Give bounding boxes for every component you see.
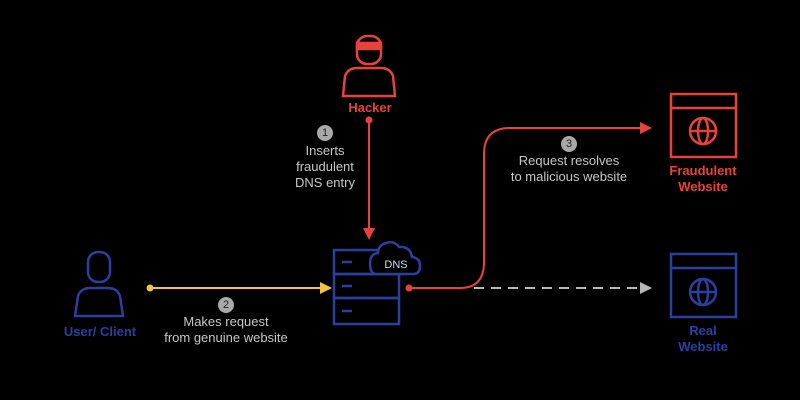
real-website-label: Real Website (653, 323, 753, 355)
step-2-line1: Makes request (183, 314, 269, 329)
step-2-text: Makes request from genuine website (151, 314, 301, 346)
step-1-line2: fraudulent (296, 159, 354, 174)
step-3-line1: Request resolves (518, 153, 620, 168)
step-1-text: Inserts fraudulent DNS entry (275, 143, 375, 191)
arrow-dns-to-fraudulent (405, 122, 652, 292)
hacker-label: Hacker (348, 100, 392, 115)
step-1-badge: 1 (317, 125, 333, 141)
step-1-line3: DNS entry (295, 175, 355, 190)
arrow-dns-to-real (474, 282, 652, 294)
step-3-line2: to malicious website (510, 169, 628, 184)
dns-server-icon (332, 240, 422, 326)
user-client-label: User/ Client (63, 324, 137, 339)
real-label-line2: Website (678, 339, 728, 354)
real-website-icon (669, 252, 738, 319)
fraudulent-label-line1: Fraudulent (669, 163, 737, 178)
real-label-line1: Real (689, 323, 717, 338)
step-3-badge: 3 (561, 136, 577, 152)
fraudulent-website-label: Fraudulent Website (653, 163, 753, 195)
step-2-line2: from genuine website (164, 330, 288, 345)
hacker-icon (341, 34, 397, 98)
step-2-badge: 2 (218, 297, 234, 313)
arrow-hacker-to-dns (363, 116, 375, 240)
step-3-text: Request resolves to malicious website (494, 153, 644, 185)
fraudulent-label-line2: Website (678, 179, 728, 194)
dns-label: DNS (384, 259, 408, 271)
arrow-user-to-dns (146, 282, 332, 294)
fraudulent-website-icon (669, 92, 738, 159)
user-icon (73, 250, 125, 318)
step-1-line1: Inserts (305, 143, 345, 158)
